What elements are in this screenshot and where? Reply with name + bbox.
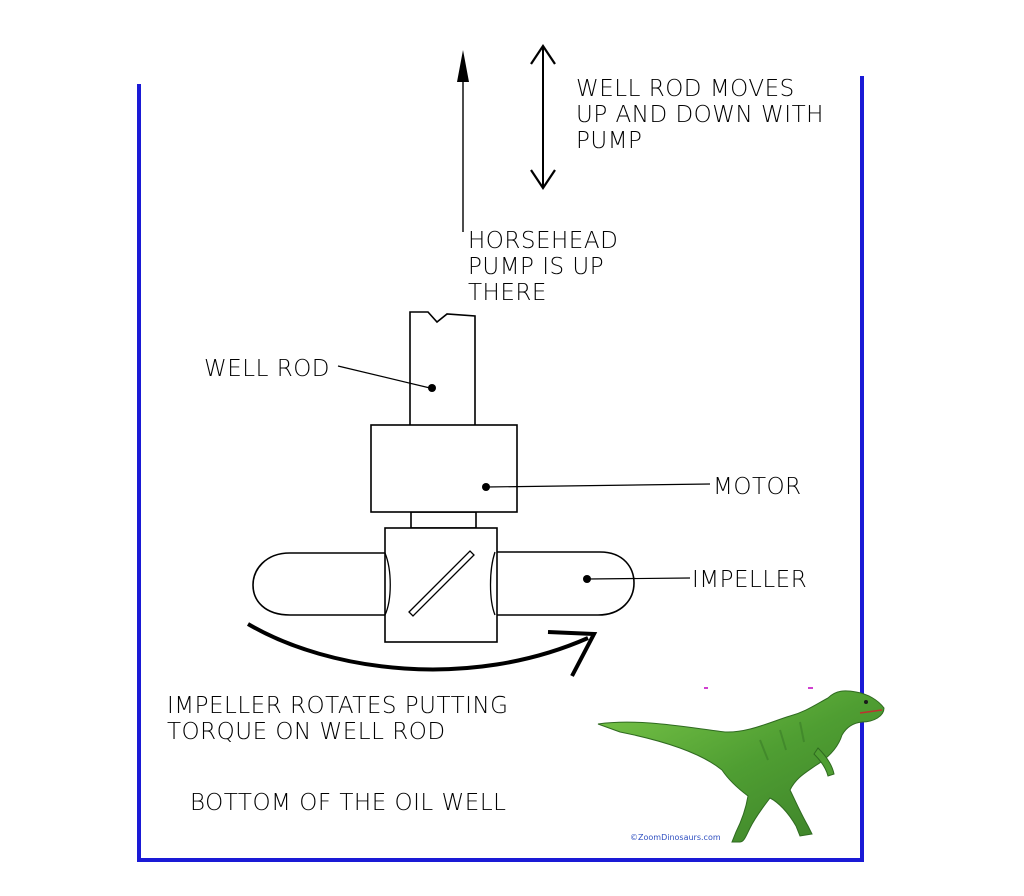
impeller-hub-fold (384, 552, 391, 616)
impeller-label: IMPELLER (692, 567, 807, 593)
image-credit: ©ZoomDinosaurs.com (630, 833, 721, 842)
well-rod-leader (337, 365, 436, 392)
impeller-blade-left (252, 552, 389, 616)
motor-leader (482, 483, 711, 491)
impeller-slot (408, 550, 475, 617)
motor (370, 424, 518, 513)
impeller-leader (583, 575, 691, 583)
well-rod-label: WELL ROD (204, 356, 330, 382)
impeller-rotates-label: IMPELLER ROTATES PUTTING TORQUE ON WELL … (167, 693, 516, 745)
impeller-blade-right (494, 551, 635, 616)
coupling-shaft (410, 511, 477, 529)
rotation-arrow (246, 622, 598, 677)
well-wall (137, 76, 864, 862)
motor-label: MOTOR (713, 474, 802, 500)
well-rod-moves-label: WELL ROD MOVES UP AND DOWN WITH PUMP (576, 76, 832, 154)
impeller-hub-fold (489, 551, 496, 616)
double-arrow-up-down (530, 44, 556, 190)
bottom-of-well-label: BOTTOM OF THE OIL WELL (190, 790, 506, 816)
horsehead-label: HORSEHEAD PUMP IS UP THERE (468, 228, 626, 306)
well-rod (409, 311, 476, 425)
up-arrow (457, 50, 469, 232)
dinosaur-image (597, 690, 885, 843)
